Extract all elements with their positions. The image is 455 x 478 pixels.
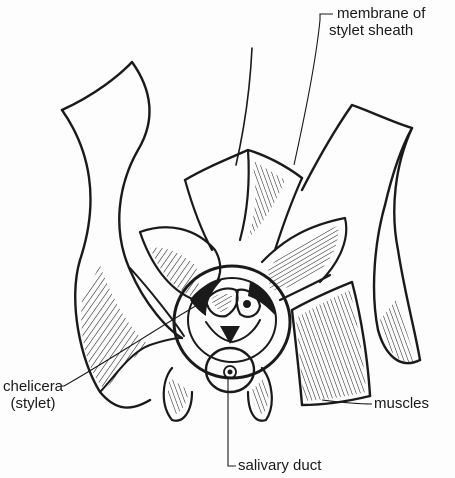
central-sheath-ridge [185,48,302,250]
right-inner-fold [262,218,346,300]
muscles-label: muscles [374,395,429,412]
salivary-duct-tube [206,348,254,392]
salivary-duct-label: salivary duct [238,457,321,474]
membrane-of-stylet-sheath-label: membrane of stylet sheath [337,5,425,39]
sheath-ring [174,266,290,378]
muscle-block [292,282,370,405]
chelicera-label-line2: (stylet) [3,395,63,412]
chelicera-label-line1: chelicera [3,378,63,395]
left-outer-flap [62,62,182,408]
membrane-label-line1: membrane of [337,5,425,22]
membrane-label-line2: stylet sheath [329,22,425,39]
chelicera-stylet-label: chelicera (stylet) [3,378,63,412]
